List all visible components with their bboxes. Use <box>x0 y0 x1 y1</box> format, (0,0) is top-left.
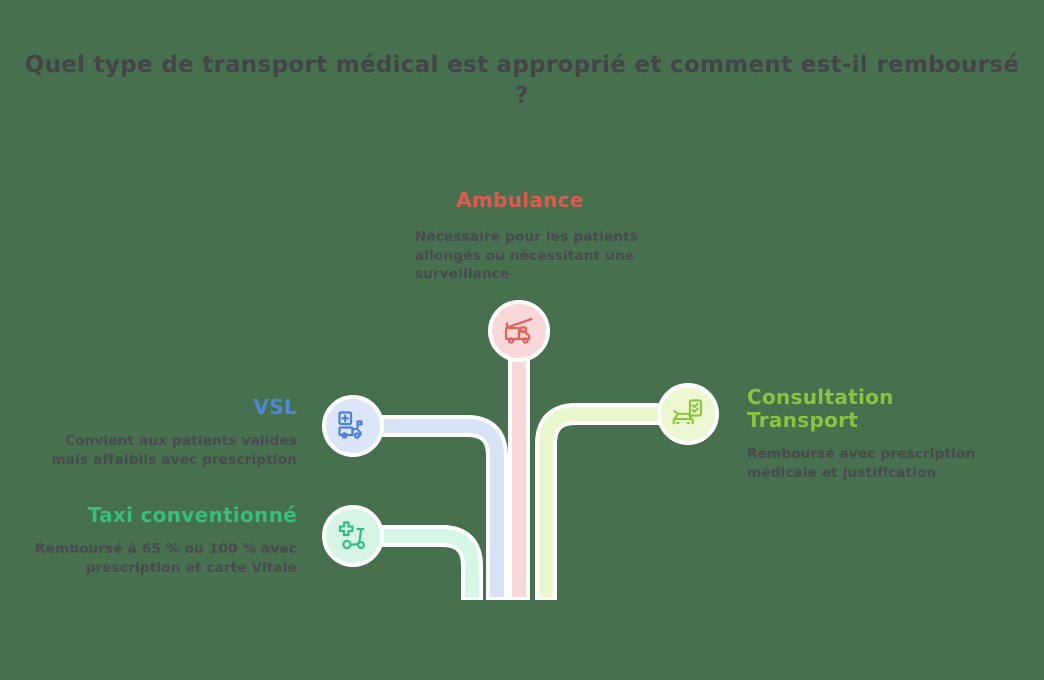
connector-vsl <box>353 415 508 600</box>
branch-label-vsl: VSL <box>253 395 297 419</box>
branch-description-ambulance: Nécessaire pour les patients allongés ou… <box>415 229 639 282</box>
connector-taxi <box>353 525 483 600</box>
page-title: Quel type de transport médical est appro… <box>0 50 1044 112</box>
branch-node-consultation <box>657 383 719 445</box>
branch-label-taxi: Taxi conventionné <box>87 503 297 527</box>
page-title-line1: Quel type de transport médical est appro… <box>24 52 1020 78</box>
branch-label-consultation: Consultation Transport <box>747 385 894 432</box>
branch-description-vsl: Convient aux patients valides mais affai… <box>51 433 297 468</box>
page-title-line2: ? <box>515 83 529 109</box>
medical-scooter-icon <box>338 521 366 550</box>
connector-consultation <box>535 403 688 600</box>
branch-description-consultation: Remboursé avec prescription médicale et … <box>747 446 976 481</box>
branch-node-taxi <box>322 505 384 567</box>
medical-van-icon <box>338 411 363 439</box>
branch-node-ambulance <box>488 300 550 362</box>
car-checklist-icon <box>672 399 703 425</box>
branch-description-taxi: Remboursé à 65 % ou 100 % avec prescript… <box>35 541 297 576</box>
fire-truck-icon <box>504 317 533 344</box>
branch-label-ambulance: Ambulance <box>456 188 584 212</box>
branch-node-vsl <box>322 395 384 457</box>
